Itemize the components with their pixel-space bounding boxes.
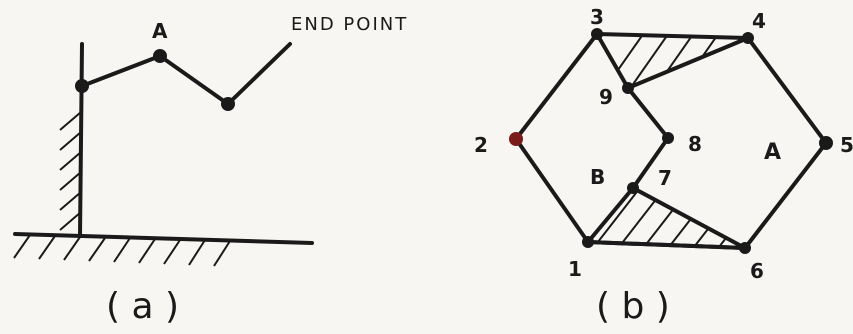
link-9-8	[626, 86, 670, 140]
node-label-3: 3	[590, 5, 604, 29]
node-label-9: 9	[599, 85, 613, 109]
hatched-link-top	[597, 34, 748, 88]
figure-b: 1 2 3 4 5 6 7 8 9 A B ( b )	[474, 5, 853, 327]
joint-7	[627, 182, 639, 194]
joint-2	[509, 132, 523, 146]
wall-line	[78, 42, 84, 238]
node-label-2: 2	[474, 133, 488, 157]
joint-base	[75, 79, 89, 93]
link-1-6	[586, 240, 747, 250]
link-8-7	[631, 136, 670, 190]
joint-3-b	[591, 28, 603, 40]
joint-9	[622, 82, 634, 94]
label-a: A	[152, 19, 168, 43]
node-label-4: 4	[752, 9, 766, 33]
joint-4	[742, 32, 754, 44]
end-point-label: END POINT	[291, 14, 408, 35]
caption-b: ( b )	[596, 286, 670, 327]
ground-hatching	[13, 234, 231, 267]
joint-6	[739, 242, 751, 254]
node-label-1: 1	[568, 257, 582, 281]
joint-1	[582, 236, 594, 248]
wall-hatching	[59, 111, 82, 231]
node-label-7: 7	[658, 166, 672, 190]
link-2-3	[514, 32, 599, 141]
figure-a: A END POINT ( a )	[13, 14, 408, 327]
joint-3	[221, 97, 235, 111]
region-label-a: A	[764, 140, 781, 165]
link-4-5	[746, 36, 828, 145]
link-5-6	[743, 141, 828, 250]
top-ternary-link	[595, 32, 750, 90]
node-label-8: 8	[688, 132, 702, 156]
region-label-b: B	[590, 165, 605, 189]
serial-chain-links	[80, 42, 292, 106]
node-label-5: 5	[840, 133, 853, 157]
link-1-2	[514, 137, 590, 244]
node-label-6: 6	[750, 259, 764, 283]
joint-8	[662, 132, 674, 144]
joint-a	[153, 49, 167, 63]
caption-a: ( a )	[106, 286, 179, 327]
joint-5	[819, 136, 833, 150]
ground-line	[13, 232, 314, 245]
